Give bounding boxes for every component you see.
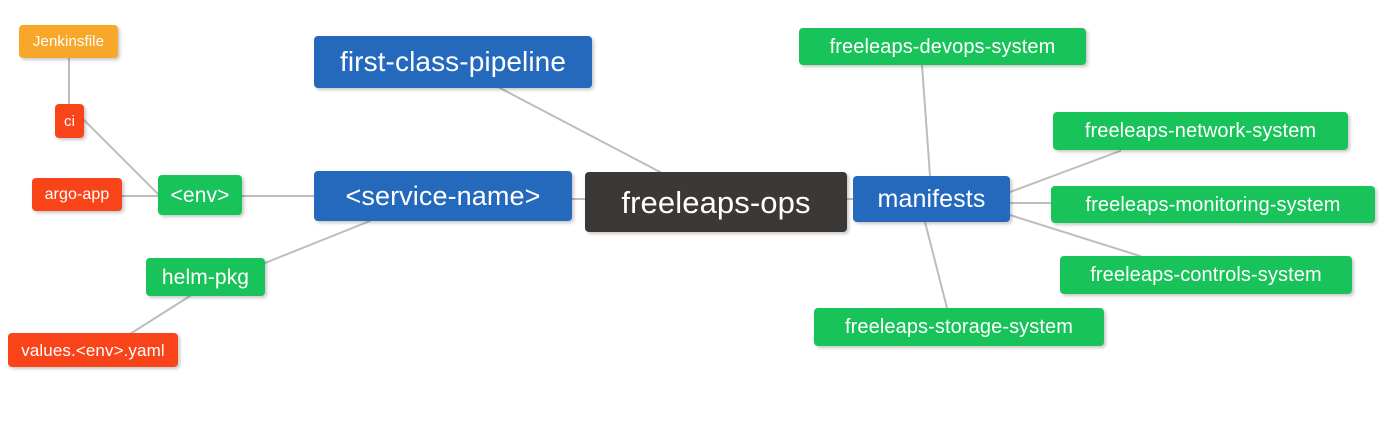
mindmap-node-label: freeleaps-devops-system bbox=[829, 35, 1056, 58]
mindmap-node-label: argo-app bbox=[44, 185, 110, 203]
mindmap-node-label: freeleaps-network-system bbox=[1084, 120, 1317, 142]
mindmap-node-label: helm-pkg bbox=[161, 265, 250, 289]
mindmap-node-label: freeleaps-controls-system bbox=[1090, 264, 1322, 286]
mindmap-node-service-name[interactable]: <service-name> bbox=[314, 171, 572, 221]
mindmap-node-jenkinsfile[interactable]: Jenkinsfile bbox=[19, 25, 118, 58]
mindmap-node-manifests[interactable]: manifests bbox=[853, 176, 1010, 222]
mindmap-node-freeleaps-network-system[interactable]: freeleaps-network-system bbox=[1053, 112, 1348, 150]
edge-values-env-yaml-to-helm-pkg bbox=[129, 295, 191, 335]
mindmap-node-ci[interactable]: ci bbox=[55, 104, 84, 138]
mindmap-node-freeleaps-monitoring-system[interactable]: freeleaps-monitoring-system bbox=[1051, 186, 1375, 223]
mindmap-node-label: <env> bbox=[170, 183, 230, 207]
mindmap-node-freeleaps-storage-system[interactable]: freeleaps-storage-system bbox=[814, 308, 1104, 346]
mindmap-node-label: first-class-pipeline bbox=[339, 46, 567, 77]
mindmap-node-label: <service-name> bbox=[345, 180, 541, 211]
mindmap-node-argo-app[interactable]: argo-app bbox=[32, 178, 122, 211]
mindmap-node-freeleaps-devops-system[interactable]: freeleaps-devops-system bbox=[799, 28, 1086, 65]
mindmap-node-label: values.<env>.yaml bbox=[21, 340, 165, 360]
mindmap-node-label: freeleaps-ops bbox=[621, 184, 811, 220]
edge-first-class-pipeline-to-freeleaps-ops bbox=[499, 87, 661, 173]
edge-manifests-to-freeleaps-storage-system bbox=[924, 221, 948, 309]
mindmap-node-label: freeleaps-storage-system bbox=[844, 316, 1074, 338]
mindmap-node-label: ci bbox=[63, 112, 76, 130]
mindmap-node-label: manifests bbox=[877, 184, 986, 213]
mindmap-node-env[interactable]: <env> bbox=[158, 175, 242, 215]
mindmap-node-label: freeleaps-monitoring-system bbox=[1085, 193, 1341, 216]
mindmap-node-label: Jenkinsfile bbox=[32, 33, 105, 50]
edge-manifests-to-freeleaps-devops-system bbox=[921, 64, 931, 177]
edge-helm-pkg-to-service-name bbox=[264, 220, 371, 264]
mindmap-node-freeleaps-controls-system[interactable]: freeleaps-controls-system bbox=[1060, 256, 1352, 294]
mindmap-node-first-class-pipeline[interactable]: first-class-pipeline bbox=[314, 36, 592, 88]
mindmap-node-helm-pkg[interactable]: helm-pkg bbox=[146, 258, 265, 296]
mindmap-node-values-env-yaml[interactable]: values.<env>.yaml bbox=[8, 333, 178, 367]
mindmap-node-freeleaps-ops[interactable]: freeleaps-ops bbox=[585, 172, 847, 232]
